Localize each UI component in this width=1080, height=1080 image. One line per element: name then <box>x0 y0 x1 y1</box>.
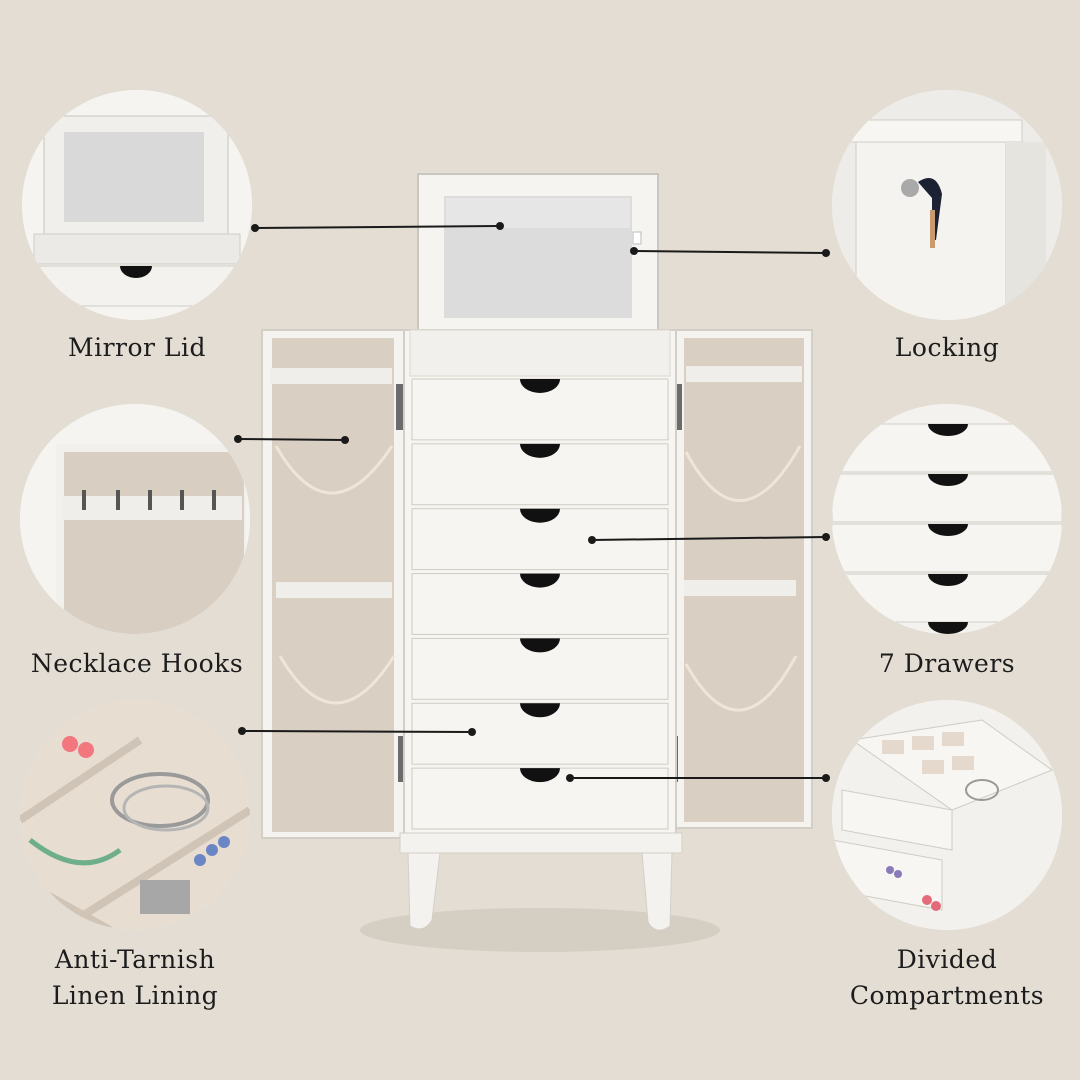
right-door <box>664 329 813 829</box>
left-door <box>261 329 412 839</box>
compartments-label-line1: Divided <box>896 945 998 974</box>
drawer-pull <box>520 379 560 393</box>
drawer-stack <box>411 378 669 830</box>
necklace-hooks-label: Necklace Hooks <box>30 649 244 678</box>
lining-label-line2: Linen Lining <box>51 981 219 1010</box>
mirror-lid-detail-image <box>22 90 252 320</box>
drawer-pull <box>520 573 560 588</box>
lining-label-line1: Anti-Tarnish <box>54 945 216 974</box>
mirror-lid-label: Mirror Lid <box>67 333 207 362</box>
locking-detail-image <box>832 90 1062 320</box>
drawer-pull <box>520 443 560 458</box>
linen-lining-detail-image <box>20 700 250 930</box>
drawers-label: 7 Drawers <box>878 649 1016 678</box>
drawer-pull <box>520 703 560 718</box>
callout-lines <box>237 225 827 779</box>
necklace-hooks-detail-image <box>20 404 250 634</box>
drawer-pull <box>520 638 560 653</box>
drawer-front <box>411 702 669 765</box>
divided-compartments-detail-image <box>832 700 1062 930</box>
drawer-pull <box>520 768 560 783</box>
locking-label: Locking <box>894 333 1000 362</box>
callout-dots <box>234 222 830 782</box>
mirror-lid-panel <box>417 173 659 335</box>
drawer-pull <box>520 508 560 523</box>
compartments-label-line2: Compartments <box>849 981 1045 1010</box>
cabinet-body <box>399 329 683 931</box>
drawers-detail-image <box>832 404 1062 634</box>
